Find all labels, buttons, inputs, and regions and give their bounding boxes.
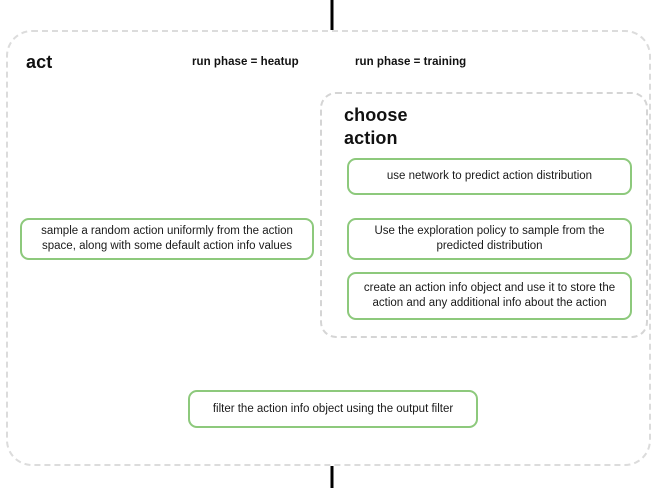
group-choose-action bbox=[320, 92, 648, 338]
node-filter-output-filter[interactable]: filter the action info object using the … bbox=[188, 390, 478, 428]
node-use-network-predict[interactable]: use network to predict action distributi… bbox=[347, 158, 632, 195]
group-choose-action-title: choose action bbox=[344, 105, 408, 148]
edge-label-heatup: run phase = heatup bbox=[192, 56, 299, 68]
edge-label-training: run phase = training bbox=[355, 56, 467, 68]
node-create-action-info[interactable]: create an action info object and use it … bbox=[347, 272, 632, 320]
group-act-title: act bbox=[26, 52, 53, 72]
node-sample-random-action[interactable]: sample a random action uniformly from th… bbox=[20, 218, 314, 260]
node-exploration-policy[interactable]: Use the exploration policy to sample fro… bbox=[347, 218, 632, 260]
